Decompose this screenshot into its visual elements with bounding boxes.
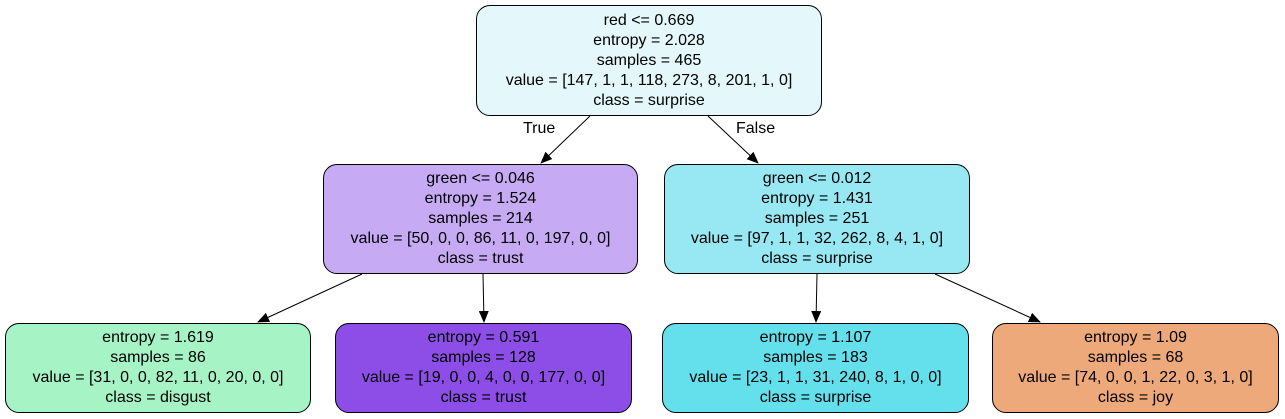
leaf3-class: class = surprise (759, 389, 872, 406)
leaf4-value: value = [74, 0, 0, 1, 22, 0, 3, 1, 0] (1018, 369, 1253, 386)
leaf2-samples: samples = 128 (431, 349, 536, 366)
edge-root-left (540, 115, 591, 164)
edge-label-false: False (736, 120, 776, 137)
root-entropy: entropy = 2.028 (593, 31, 705, 49)
leaf-node-disgust: entropy = 1.619 samples = 86 value = [31… (5, 323, 311, 413)
edge-left-leaf2 (478, 273, 489, 323)
leaf4-entropy: entropy = 1.09 (1084, 329, 1187, 346)
leaf-node-joy: entropy = 1.09 samples = 68 value = [74,… (992, 323, 1279, 413)
leaf1-value: value = [31, 0, 0, 82, 11, 0, 20, 0, 0] (32, 369, 284, 386)
edge-right-leaf4 (934, 273, 1041, 323)
leaf2-entropy: entropy = 0.591 (427, 329, 540, 346)
right-entropy: entropy = 1.431 (761, 190, 873, 207)
leaf2-value: value = [19, 0, 0, 4, 0, 0, 177, 0, 0] (361, 369, 606, 386)
left-samples: samples = 214 (428, 210, 533, 227)
leaf3-value: value = [23, 1, 1, 31, 240, 8, 1, 0, 0] (689, 369, 942, 386)
leaf1-class: class = disgust (105, 389, 211, 406)
root-samples: samples = 465 (596, 51, 702, 69)
leaf4-class: class = joy (1097, 389, 1174, 406)
edge-left-leaf1 (257, 273, 363, 323)
right-class: class = surprise (761, 250, 873, 267)
root-split-rule: red <= 0.669 (603, 11, 695, 29)
leaf1-samples: samples = 86 (110, 349, 206, 366)
right-split-rule: green <= 0.012 (762, 170, 872, 187)
leaf-node-surprise: entropy = 1.107 samples = 183 value = [2… (662, 323, 969, 413)
edge-label-true: True (523, 120, 556, 137)
left-value: value = [50, 0, 0, 86, 11, 0, 197, 0, 0] (350, 230, 611, 247)
right-samples: samples = 251 (764, 210, 870, 227)
leaf3-entropy: entropy = 1.107 (759, 329, 872, 346)
leaf3-samples: samples = 183 (763, 349, 868, 366)
root-class: class = surprise (593, 91, 705, 109)
right-split-node: green <= 0.012 entropy = 1.431 samples =… (664, 164, 970, 274)
root-node: red <= 0.669 entropy = 2.028 samples = 4… (476, 5, 822, 116)
leaf2-class: class = trust (440, 389, 527, 406)
root-value: value = [147, 1, 1, 118, 273, 8, 201, 1,… (505, 71, 793, 89)
left-split-rule: green <= 0.046 (426, 170, 535, 187)
left-class: class = trust (437, 250, 524, 267)
edge-right-leaf3 (811, 273, 822, 323)
right-value: value = [97, 1, 1, 32, 262, 8, 4, 1, 0] (690, 230, 944, 247)
edge-root-right (707, 115, 759, 164)
leaf1-entropy: entropy = 1.619 (102, 329, 214, 346)
leaf4-samples: samples = 68 (1087, 349, 1184, 366)
left-entropy: entropy = 1.524 (424, 190, 537, 207)
left-split-node: green <= 0.046 entropy = 1.524 samples =… (323, 164, 638, 274)
leaf-node-trust: entropy = 0.591 samples = 128 value = [1… (335, 323, 632, 413)
